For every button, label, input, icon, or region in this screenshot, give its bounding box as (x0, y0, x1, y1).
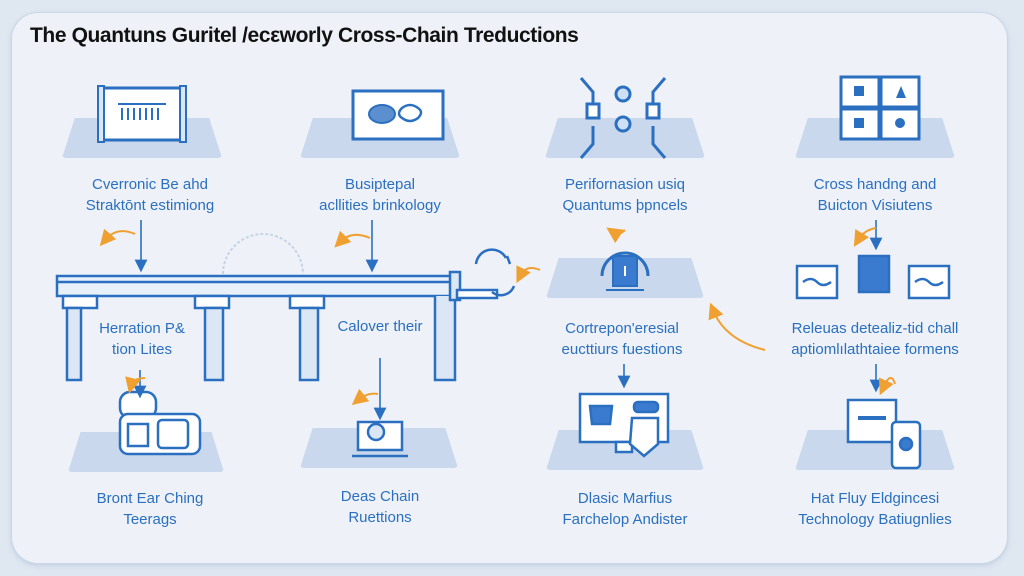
monitor-devices-icon (351, 89, 445, 145)
bridge-icon (55, 270, 499, 387)
shield-monitor-icon (578, 392, 674, 471)
grid-tiles-icon (839, 75, 921, 145)
id-card-icon (118, 390, 202, 465)
data-cards-icon (795, 252, 955, 307)
node-label: Calover their (337, 318, 423, 335)
document-scroll-icon (97, 85, 187, 147)
diagram-title: The Quantuns Guritel /ecεworly Cross-Cha… (30, 24, 579, 47)
gear-watermark-icon (218, 233, 308, 279)
node-label: Herration P&tion Lites (99, 320, 185, 358)
quantum-links-icon (575, 72, 671, 169)
cycle-arrows-icon (470, 244, 530, 309)
secure-device-icon (598, 246, 652, 297)
laptop-lock-icon (352, 418, 408, 465)
phone-card-icon (846, 398, 926, 479)
